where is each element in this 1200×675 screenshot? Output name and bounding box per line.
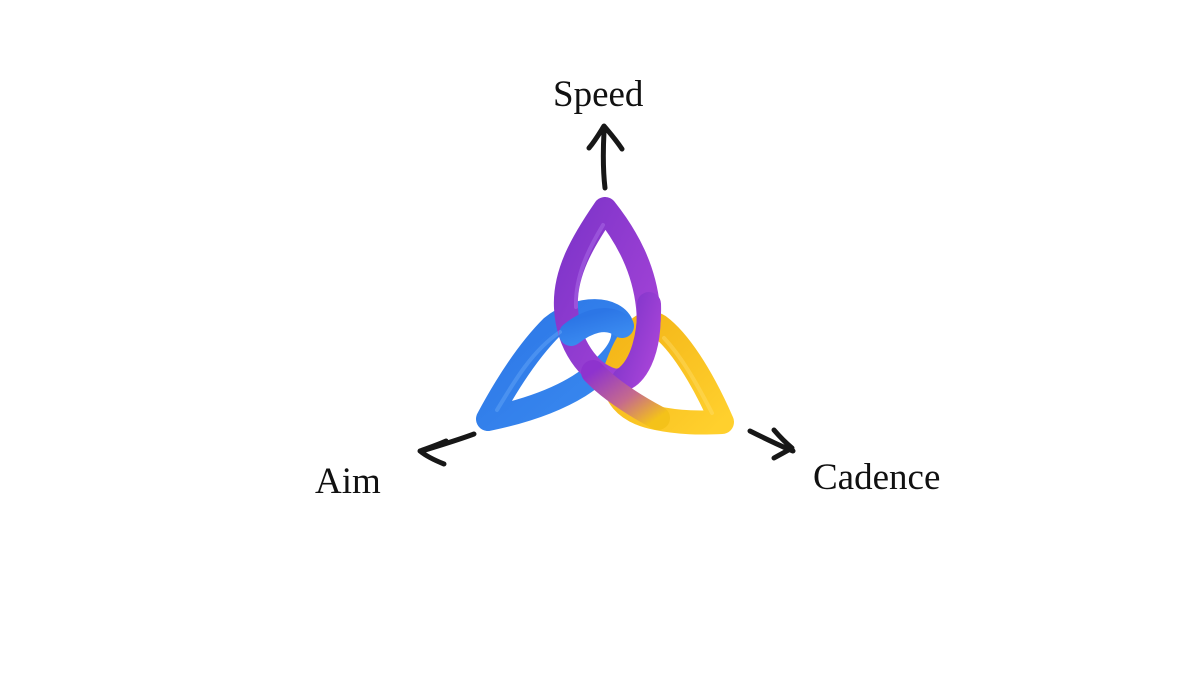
cadence-arrow-icon: [747, 427, 796, 461]
aim-front-crossing: [559, 308, 634, 346]
triquetra-knot-icon: [476, 197, 734, 435]
speed-arrow-icon: [586, 123, 625, 191]
cadence-front-crossing: [581, 360, 670, 430]
aim-highlight: [495, 330, 562, 412]
cadence-loop: [602, 311, 734, 435]
aim-label: Aim: [315, 461, 381, 502]
speed-front-crossing: [612, 292, 662, 391]
aim-arrow-icon: [417, 431, 477, 467]
speed-label: Speed: [553, 74, 644, 115]
cadence-label: Cadence: [813, 457, 941, 498]
cadence-highlight: [662, 336, 714, 415]
speed-highlight: [573, 223, 605, 309]
